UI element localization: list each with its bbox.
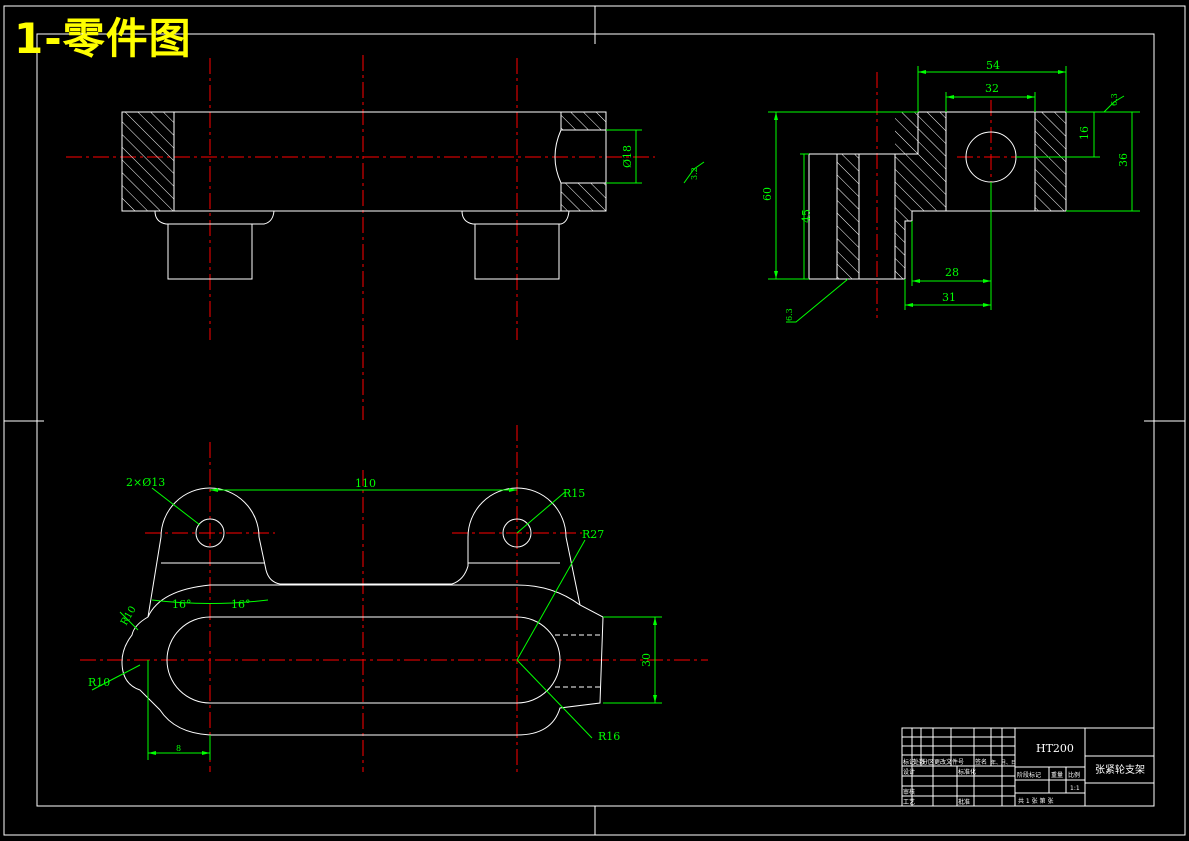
side-dim-32: 32 — [985, 82, 999, 95]
tb-row-label-5: 年、月、日 — [991, 759, 1016, 766]
side-view-hatch — [837, 112, 1066, 279]
top-k10: R10 — [119, 604, 139, 627]
tb-row-label-1: 处数 — [913, 758, 925, 766]
front-view-outline — [121, 111, 607, 280]
title-block: 标记 处数 分区 更改文件号 签名 年、月、日 设计 标准化 审核 工艺 批准 … — [901, 727, 1155, 807]
side-dim-16: 16 — [1078, 126, 1091, 140]
top-dim-110: 110 — [355, 477, 376, 490]
front-view-hatch — [122, 112, 606, 211]
top-r27: R27 — [582, 528, 604, 541]
top-holes-dim: 2×Ø13 — [126, 476, 165, 489]
front-roughness: 3.2 — [690, 167, 699, 180]
tb-standardize: 标准化 — [958, 768, 976, 776]
top-view-arrowheads — [148, 488, 657, 755]
side-dim-45: 45 — [800, 209, 813, 223]
tb-design: 设计 — [903, 768, 915, 776]
tb-part-name: 张紧轮支架 — [1095, 763, 1145, 776]
top-view-dimensions — [91, 487, 662, 760]
front-view: Ø18 3.2 — [66, 55, 705, 420]
side-dim-60: 60 — [761, 187, 774, 201]
top-dim-30: 30 — [640, 653, 653, 667]
tb-material: HT200 — [1036, 742, 1074, 755]
tb-stage-header-2: 比例 — [1068, 771, 1080, 779]
tb-row-label-4: 签名 — [975, 758, 987, 766]
tb-process: 工艺 — [903, 798, 915, 806]
side-roughness-top: 6.3 — [1110, 93, 1119, 106]
tb-scale: 1:1 — [1070, 785, 1080, 792]
tb-row-label-3: 更改文件号 — [934, 758, 964, 766]
sheet-title: 1-零件图 — [14, 14, 192, 63]
side-roughness-bottom: 6.3 — [785, 308, 794, 321]
tb-row-label-2: 分区 — [922, 758, 934, 766]
top-angle-right: 16° — [231, 598, 251, 611]
side-view: 54 32 16 36 60 45 28 31 6.3 6.3 — [761, 59, 1140, 323]
front-bore-dim: Ø18 — [621, 145, 634, 168]
top-r10: R10 — [88, 676, 110, 689]
tb-row-label-0: 标记 — [903, 758, 915, 766]
top-dim-bottom: 8 — [176, 744, 181, 753]
side-view-arrowheads — [774, 70, 1066, 307]
side-view-dimensions — [768, 66, 1140, 323]
tb-stage-header-0: 阶段标记 — [1017, 771, 1041, 779]
side-dim-28: 28 — [945, 266, 959, 279]
tb-review: 审核 — [903, 788, 915, 796]
top-view: 2×Ø13 110 R15 R27 16° 16° R10 R10 30 R16… — [80, 425, 708, 772]
front-view-dimensions — [606, 129, 705, 184]
top-view-outline — [121, 487, 604, 736]
sheet-border — [3, 5, 1186, 836]
tb-approve: 批准 — [958, 798, 970, 806]
front-view-centerlines — [66, 55, 655, 420]
top-r16: R16 — [598, 730, 620, 743]
tb-stage-header-1: 重量 — [1051, 771, 1063, 779]
top-angle-left: 16° — [172, 598, 192, 611]
top-r15: R15 — [563, 487, 585, 500]
side-dim-36: 36 — [1117, 153, 1130, 167]
side-dim-54: 54 — [986, 59, 1000, 72]
tb-sheets: 共 1 张 第 张 — [1018, 797, 1053, 805]
side-dim-31: 31 — [942, 291, 956, 304]
